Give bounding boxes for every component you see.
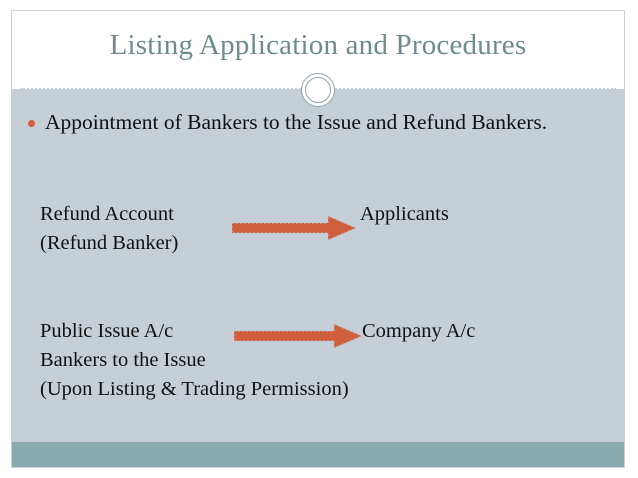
slide-content: Appointment of Bankers to the Issue and … xyxy=(12,89,624,444)
footer-bar xyxy=(12,442,624,467)
round-bullet-icon xyxy=(28,120,35,127)
flow-2-source-label: Public Issue A/c Bankers to the Issue (U… xyxy=(40,320,349,400)
flow-2-target-label: Company A/c xyxy=(362,320,476,342)
decorative-ring-inner-icon xyxy=(305,77,331,103)
decorative-ring-icon xyxy=(301,73,335,107)
bullet-item-label: Appointment of Bankers to the Issue and … xyxy=(45,110,548,134)
bullet-list-item: Appointment of Bankers to the Issue and … xyxy=(28,109,568,136)
flow-2-right-arrow-icon xyxy=(234,323,362,349)
slide: Listing Application and Procedures Appoi… xyxy=(11,10,625,468)
flow-1-right-arrow-icon xyxy=(232,215,356,241)
body-band xyxy=(12,89,624,444)
flow-1-source-label: Refund Account (Refund Banker) xyxy=(40,203,179,254)
page-title: Listing Application and Procedures xyxy=(109,29,527,61)
flow-1-target-label: Applicants xyxy=(360,203,449,225)
